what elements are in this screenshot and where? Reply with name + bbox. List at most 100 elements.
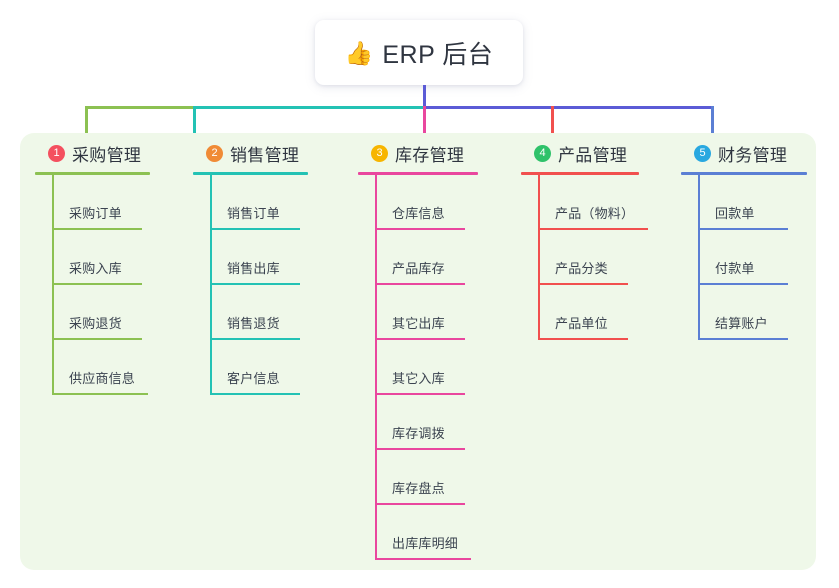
- column-underline: [193, 172, 308, 175]
- leaf-underline: [540, 228, 648, 230]
- leaf-node[interactable]: 其它入库: [375, 340, 518, 395]
- leaf-list: 回款单付款单结算账户: [681, 175, 839, 340]
- leaf-underline: [377, 393, 465, 395]
- leaf-label: 销售订单: [227, 206, 280, 221]
- drop-col3: [423, 106, 426, 143]
- column-title: 产品管理: [558, 145, 628, 165]
- leaf-node[interactable]: 库存调拨: [375, 395, 518, 450]
- drop-col5: [711, 106, 714, 143]
- column-header-1[interactable]: 1 采购管理: [35, 140, 195, 166]
- leaf-list: 仓库信息产品库存其它出库其它入库库存调拨库存盘点出库库明细: [358, 175, 518, 560]
- leaf-spine: [375, 175, 377, 560]
- leaf-node[interactable]: 销售退货: [210, 285, 353, 340]
- column-title: 销售管理: [230, 145, 300, 165]
- leaf-label: 产品单位: [555, 316, 608, 331]
- column-header-2[interactable]: 2 销售管理: [193, 140, 353, 166]
- column-销售管理: 2 销售管理销售订单销售出库销售退货客户信息: [193, 140, 353, 395]
- leaf-label: 采购入库: [69, 261, 122, 276]
- leaf-underline: [377, 228, 465, 230]
- thumbs-up-icon: 👍: [344, 40, 374, 66]
- leaf-spine: [698, 175, 700, 340]
- number-badge-icon: 3: [371, 144, 388, 162]
- leaf-label: 付款单: [715, 261, 755, 276]
- leaf-underline: [540, 283, 628, 285]
- column-underline: [521, 172, 639, 175]
- leaf-underline: [377, 338, 465, 340]
- leaf-spine: [52, 175, 54, 395]
- leaf-node[interactable]: 仓库信息: [375, 175, 518, 230]
- leaf-list: 销售订单销售出库销售退货客户信息: [193, 175, 353, 395]
- column-underline: [358, 172, 478, 175]
- leaf-node[interactable]: 采购退货: [52, 285, 195, 340]
- column-underline: [681, 172, 807, 175]
- leaf-node[interactable]: 产品库存: [375, 230, 518, 285]
- leaf-underline: [212, 283, 300, 285]
- leaf-node[interactable]: 产品分类: [538, 230, 681, 285]
- leaf-label: 客户信息: [227, 371, 280, 386]
- leaf-label: 结算账户: [715, 316, 768, 331]
- leaf-spine: [538, 175, 540, 340]
- leaf-label: 供应商信息: [69, 371, 136, 386]
- root-node[interactable]: 👍 ERP 后台: [315, 20, 523, 85]
- leaf-label: 仓库信息: [392, 206, 445, 221]
- leaf-node[interactable]: 采购订单: [52, 175, 195, 230]
- leaf-node[interactable]: 付款单: [698, 230, 839, 285]
- leaf-underline: [377, 283, 465, 285]
- bus-col2-col3: [193, 106, 423, 109]
- leaf-underline: [212, 393, 300, 395]
- bus-col3-col5: [423, 106, 711, 109]
- leaf-label: 销售退货: [227, 316, 280, 331]
- leaf-node[interactable]: 供应商信息: [52, 340, 195, 395]
- column-title: 库存管理: [395, 145, 465, 165]
- leaf-label: 销售出库: [227, 261, 280, 276]
- leaf-underline: [700, 228, 788, 230]
- leaf-label: 产品（物料）: [555, 206, 635, 221]
- leaf-node[interactable]: 采购入库: [52, 230, 195, 285]
- leaf-label: 出库库明细: [392, 536, 459, 551]
- leaf-underline: [54, 283, 142, 285]
- leaf-label: 采购退货: [69, 316, 122, 331]
- leaf-label: 库存盘点: [392, 481, 445, 496]
- drop-col1: [85, 106, 88, 143]
- column-header-3[interactable]: 3 库存管理: [358, 140, 518, 166]
- leaf-label: 库存调拨: [392, 426, 445, 441]
- leaf-list: 采购订单采购入库采购退货供应商信息: [35, 175, 195, 395]
- bus-col1-col2: [85, 106, 193, 109]
- root-title: ERP 后台: [382, 40, 494, 69]
- leaf-node[interactable]: 其它出库: [375, 285, 518, 340]
- leaf-node[interactable]: 产品单位: [538, 285, 681, 340]
- column-title: 财务管理: [718, 145, 788, 165]
- leaf-underline: [212, 228, 300, 230]
- leaf-label: 其它入库: [392, 371, 445, 386]
- leaf-underline: [54, 228, 142, 230]
- trunk-line: [423, 85, 426, 108]
- leaf-label: 采购订单: [69, 206, 122, 221]
- column-title: 采购管理: [72, 145, 142, 165]
- column-header-5[interactable]: 5 财务管理: [681, 140, 839, 166]
- leaf-node[interactable]: 结算账户: [698, 285, 839, 340]
- leaf-list: 产品（物料） 产品分类产品单位: [521, 175, 681, 340]
- leaf-label: 产品库存: [392, 261, 445, 276]
- number-badge-icon: 1: [48, 144, 65, 162]
- leaf-underline: [54, 393, 148, 395]
- leaf-node[interactable]: 销售订单: [210, 175, 353, 230]
- number-badge-icon: 2: [206, 144, 223, 162]
- leaf-node[interactable]: 库存盘点: [375, 450, 518, 505]
- leaf-underline: [377, 503, 465, 505]
- leaf-underline: [700, 338, 788, 340]
- leaf-node[interactable]: 销售出库: [210, 230, 353, 285]
- leaf-label: 产品分类: [555, 261, 608, 276]
- leaf-node[interactable]: 回款单: [698, 175, 839, 230]
- leaf-underline: [377, 448, 465, 450]
- column-财务管理: 5 财务管理回款单付款单结算账户: [681, 140, 839, 340]
- leaf-underline: [54, 338, 142, 340]
- leaf-label: 其它出库: [392, 316, 445, 331]
- drop-col2: [193, 106, 196, 143]
- leaf-node[interactable]: 客户信息: [210, 340, 353, 395]
- leaf-node[interactable]: 产品（物料）: [538, 175, 681, 230]
- number-badge-icon: 5: [694, 144, 711, 162]
- leaf-node[interactable]: 出库库明细: [375, 505, 518, 560]
- leaf-spine: [210, 175, 212, 395]
